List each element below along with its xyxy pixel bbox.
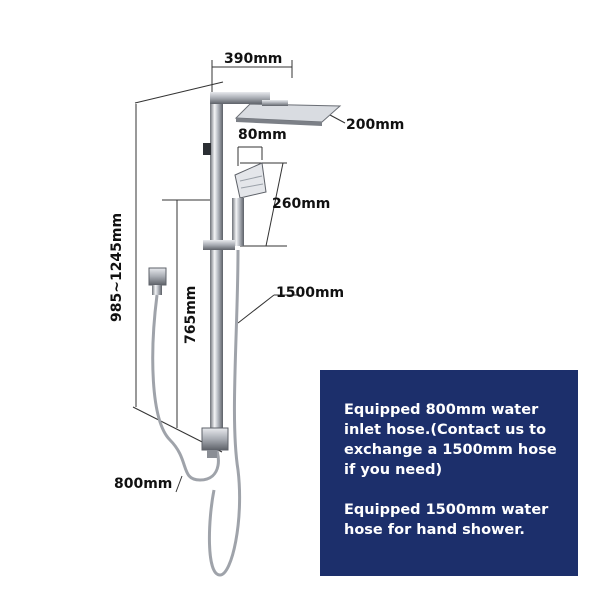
inlet-hose-label: 800mm	[114, 476, 173, 492]
hand-shower-width-label: 80mm	[238, 127, 287, 143]
inlet-hose-note: Equipped 800mm water inlet hose.(Contact…	[344, 402, 557, 478]
rail-length-label: 1500mm	[276, 285, 345, 301]
hand-shower-length-label: 260mm	[272, 196, 331, 212]
info-panel: Equipped 800mm water inlet hose.(Contact…	[320, 370, 578, 576]
height-range-label: 985~1245mm	[109, 212, 125, 322]
wall-outlet	[148, 267, 167, 295]
hand-shower	[203, 162, 267, 250]
rain-shower-head	[234, 100, 342, 126]
dimension-lines	[132, 60, 346, 493]
hand-shower-hose-note: Equipped 1500mm water hose for hand show…	[344, 502, 549, 538]
inlet-height-label: 765mm	[183, 285, 199, 344]
rain-head-width-label: 390mm	[224, 51, 283, 67]
mixer-valve	[201, 427, 229, 458]
hand-shower-hose	[207, 249, 242, 577]
inlet-hose	[151, 294, 220, 482]
riser-rail	[203, 92, 270, 447]
rain-head-depth-label: 200mm	[346, 117, 405, 133]
